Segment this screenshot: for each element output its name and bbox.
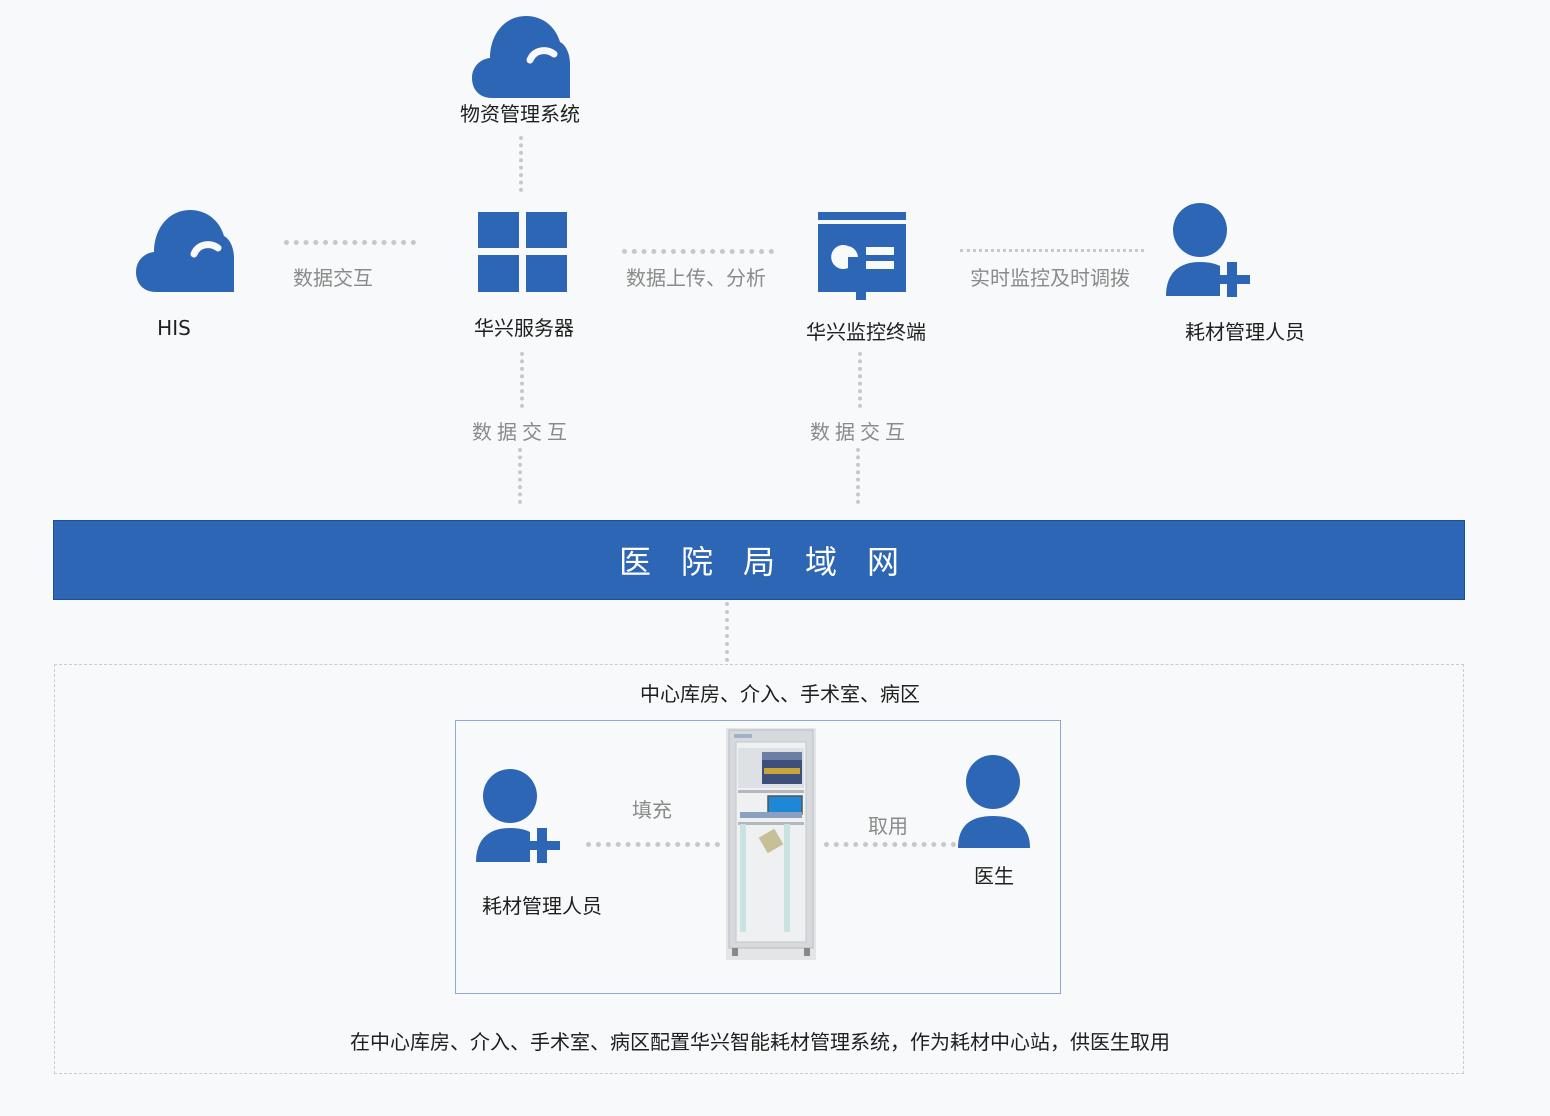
staff-label: 耗材管理人员 xyxy=(1185,320,1305,344)
cloud-icon xyxy=(472,16,570,98)
site-staff-label: 耗材管理人员 xyxy=(482,894,602,918)
take-label: 取用 xyxy=(868,814,908,838)
user-add-icon xyxy=(476,769,560,863)
connector-staff-cabinet xyxy=(586,842,720,847)
link-label-monitor-lan: 数据交互 xyxy=(810,420,910,444)
connector-cabinet-doctor xyxy=(824,842,956,847)
connector-server-lan-upper xyxy=(520,352,524,408)
connector-monitor-lan-upper xyxy=(858,352,862,408)
link-label-server-monitor: 数据上传、分析 xyxy=(626,266,766,290)
connector-server-lan-lower xyxy=(518,448,522,504)
site-locations: 中心库房、介入、手术室、病区 xyxy=(640,682,920,706)
site-area xyxy=(54,664,1464,1074)
connector-monitor-staff xyxy=(960,249,1144,252)
link-label-server-lan: 数据交互 xyxy=(472,420,572,444)
user-add-icon xyxy=(1166,203,1250,297)
smart-cabinet-icon xyxy=(726,728,816,960)
monitor-label: 华兴监控终端 xyxy=(806,320,926,344)
connector-monitor-lan-lower xyxy=(856,448,860,504)
cloud-icon xyxy=(136,210,234,292)
connector-materials-server xyxy=(519,136,523,192)
his-label: HIS xyxy=(157,316,191,340)
grid-icon xyxy=(478,212,567,292)
user-icon xyxy=(958,755,1030,848)
materials-system-node xyxy=(462,10,580,130)
server-label: 华兴服务器 xyxy=(474,316,574,340)
materials-system-label: 物资管理系统 xyxy=(460,102,580,126)
connector-his-server xyxy=(284,240,416,245)
fill-label: 填充 xyxy=(632,798,672,822)
monitor-board-icon xyxy=(818,212,906,300)
connector-lan-site xyxy=(725,602,729,662)
link-label-monitor-staff: 实时监控及时调拨 xyxy=(970,266,1130,290)
hospital-lan-bar: 医院局域网 xyxy=(53,520,1465,600)
site-footer-text: 在中心库房、介入、手术室、病区配置华兴智能耗材管理系统，作为耗材中心站，供医生取… xyxy=(350,1030,1170,1054)
connector-server-monitor xyxy=(622,249,774,254)
doctor-label: 医生 xyxy=(974,864,1014,888)
link-label-his-server: 数据交互 xyxy=(293,266,373,290)
hospital-lan-label: 医院局域网 xyxy=(618,543,929,581)
